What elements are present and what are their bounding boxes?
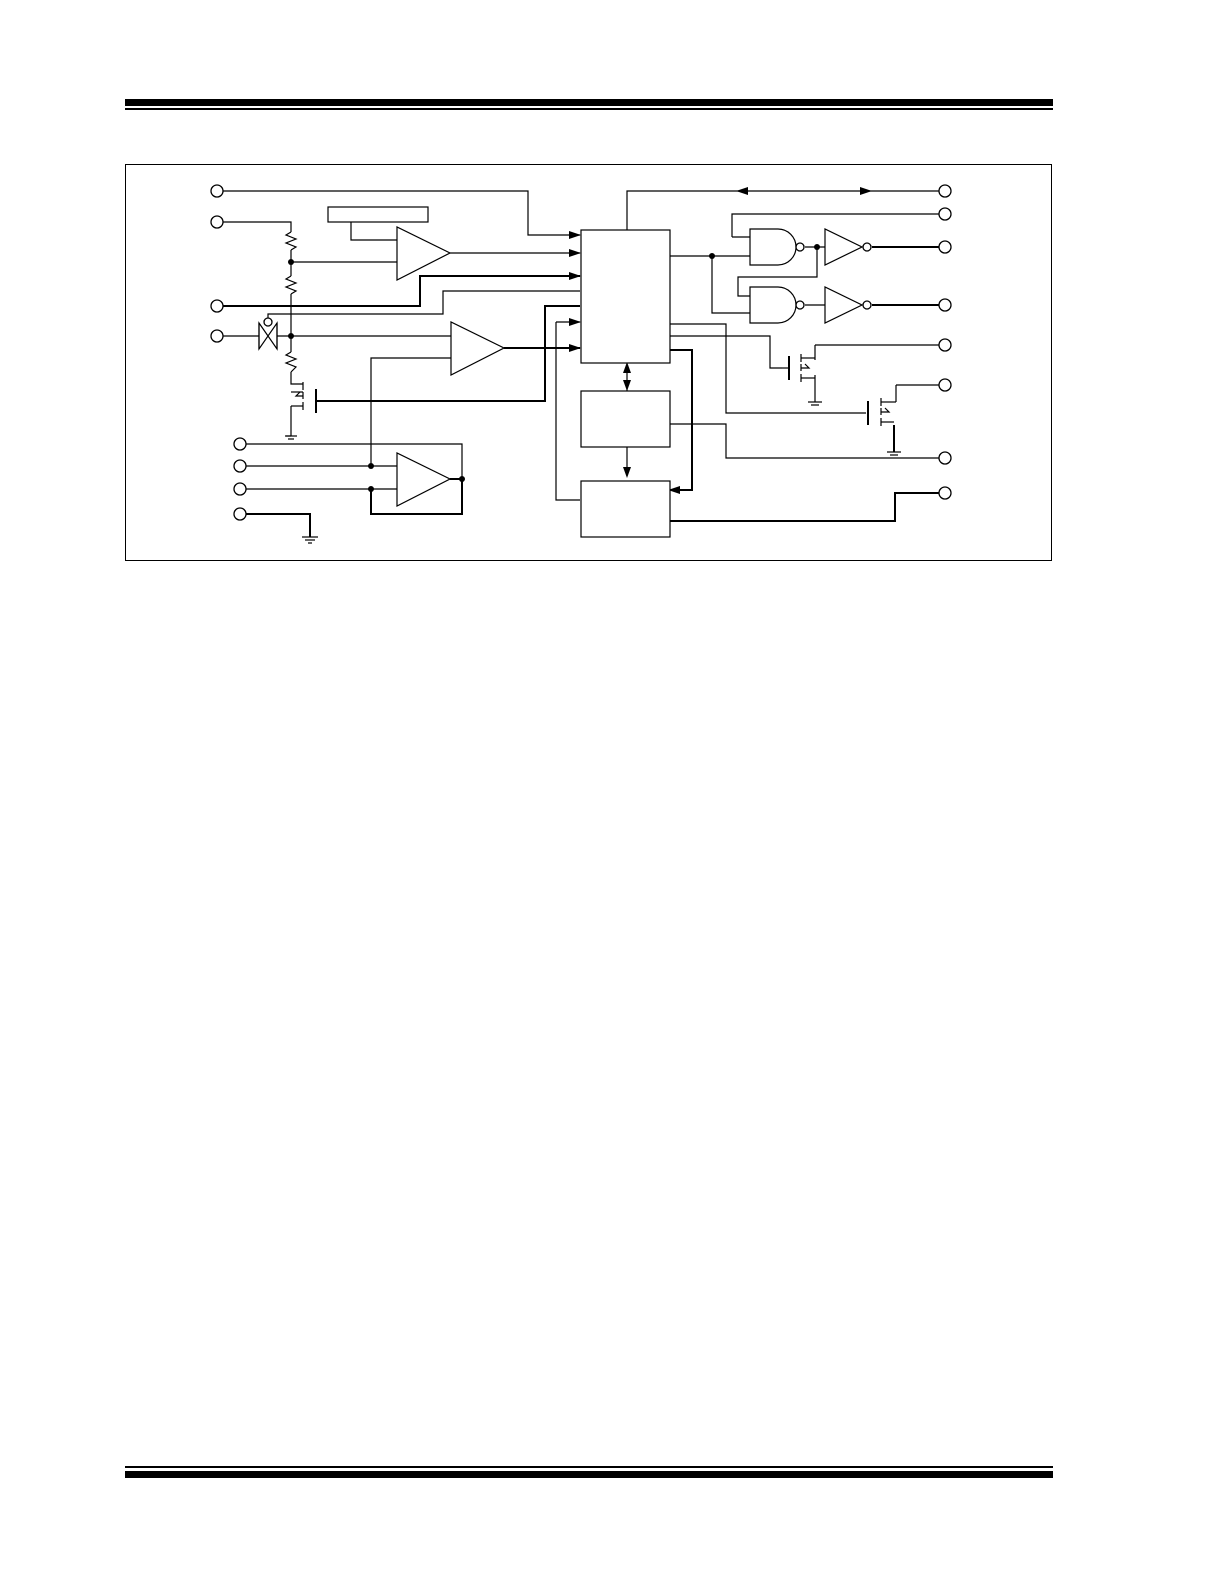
pin-right-6 bbox=[938, 378, 952, 392]
control-logic-block bbox=[580, 229, 671, 364]
pin-right-5 bbox=[938, 338, 952, 352]
pin-left-5 bbox=[233, 437, 247, 451]
nand-gate-1 bbox=[749, 228, 805, 266]
header-rule-thin bbox=[125, 108, 1053, 110]
pin-right-1 bbox=[938, 184, 952, 198]
pin-left-6 bbox=[233, 459, 247, 473]
middle-block bbox=[580, 390, 671, 448]
inverter-1 bbox=[824, 228, 872, 266]
figure-frame bbox=[125, 164, 1052, 561]
mosfet-3 bbox=[867, 398, 901, 456]
pin-right-7 bbox=[938, 451, 952, 465]
pin-left-1 bbox=[210, 184, 224, 198]
pin-left-7 bbox=[233, 482, 247, 496]
pin-left-8 bbox=[233, 507, 247, 521]
comparator-a bbox=[396, 226, 452, 281]
left-pins bbox=[210, 184, 247, 521]
pin-left-4 bbox=[210, 329, 224, 343]
pin-right-3 bbox=[938, 240, 952, 254]
right-pins bbox=[938, 184, 952, 500]
comparator-c bbox=[396, 452, 452, 507]
ground-icon bbox=[302, 536, 318, 544]
resistor-divider bbox=[284, 231, 298, 373]
transmission-gate bbox=[258, 317, 278, 351]
mosfet-1 bbox=[285, 382, 317, 440]
block-diagram bbox=[210, 184, 952, 544]
pin-right-4 bbox=[938, 298, 952, 312]
footer-rule-thin bbox=[125, 1466, 1053, 1468]
header-rule-thick bbox=[125, 99, 1053, 106]
mosfet-2 bbox=[782, 354, 822, 406]
pin-right-2 bbox=[938, 207, 952, 221]
nand-gate-2 bbox=[749, 286, 805, 324]
pin-left-2 bbox=[210, 215, 224, 229]
arrowheads bbox=[569, 187, 872, 494]
inverter-2 bbox=[824, 286, 872, 324]
junction-dots bbox=[288, 244, 820, 492]
footer-rule-thick bbox=[125, 1471, 1053, 1478]
pin-left-3 bbox=[210, 299, 224, 313]
lower-block bbox=[580, 480, 671, 538]
comparator-b bbox=[450, 321, 506, 376]
reference-bar bbox=[327, 206, 429, 223]
pin-right-8 bbox=[938, 486, 952, 500]
wiring bbox=[223, 190, 939, 537]
